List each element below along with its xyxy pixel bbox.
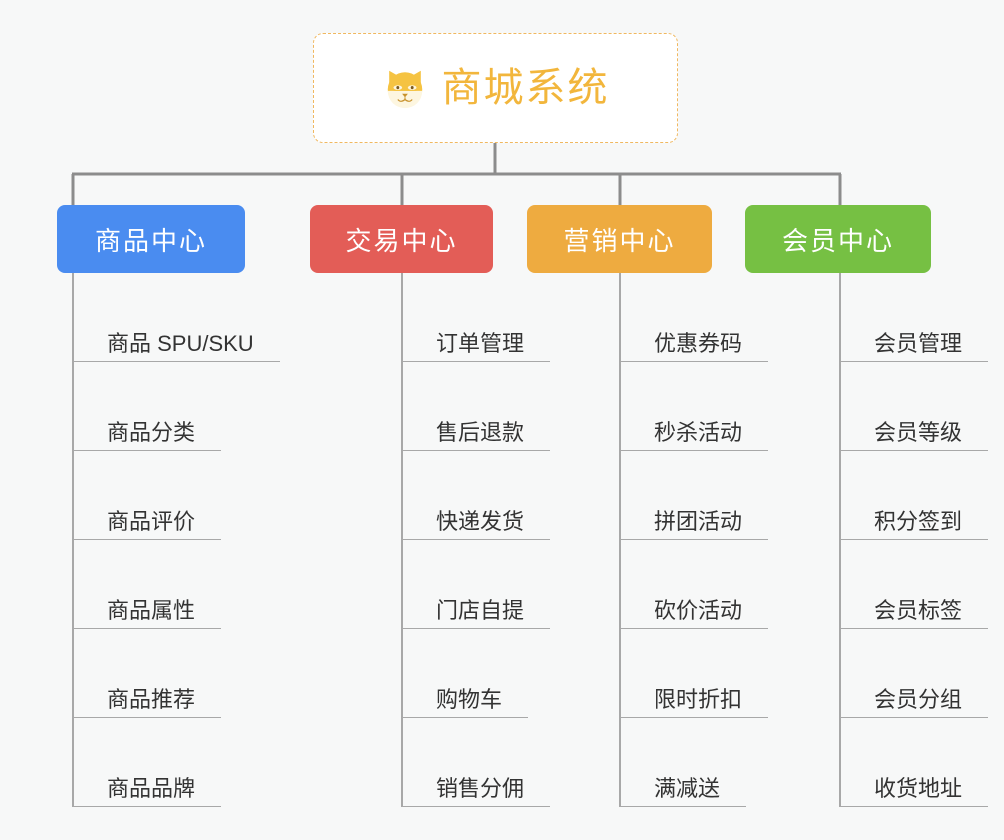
leaf-item[interactable]: 商品品牌 [73, 718, 254, 807]
leaf-list-marketing-center: 优惠券码秒杀活动拼团活动砍价活动限时折扣满减送 [620, 273, 768, 807]
leaf-label: 商品评价 [107, 508, 196, 534]
leaf-item[interactable]: 限时折扣 [620, 629, 768, 718]
root-title: 商城系统 [441, 66, 610, 110]
leaf-item[interactable]: 收货地址 [840, 718, 988, 807]
branch-header-member-center[interactable]: 会员中心 [745, 205, 931, 273]
leaf-underline [73, 627, 221, 629]
leaf-label: 优惠券码 [654, 330, 743, 356]
leaf-item[interactable]: 商品推荐 [73, 629, 254, 718]
leaf-underline [620, 716, 768, 718]
leaf-underline [402, 716, 528, 718]
leaf-item[interactable]: 售后退款 [402, 362, 550, 451]
leaf-item[interactable]: 积分签到 [840, 451, 988, 540]
leaf-underline [620, 449, 768, 451]
leaf-item[interactable]: 满减送 [620, 718, 746, 807]
leaf-underline [73, 805, 221, 807]
leaf-label: 快递发货 [436, 508, 525, 534]
leaf-item[interactable]: 会员管理 [840, 273, 988, 362]
leaf-item[interactable]: 商品评价 [73, 451, 254, 540]
leaf-item[interactable]: 砍价活动 [620, 540, 768, 629]
leaf-underline [840, 716, 988, 718]
leaf-item[interactable]: 快递发货 [402, 451, 550, 540]
branch-header-label: 交易中心 [345, 225, 458, 256]
leaf-item[interactable]: 拼团活动 [620, 451, 768, 540]
branch-header-marketing-center[interactable]: 营销中心 [527, 205, 712, 273]
leaf-label: 商品推荐 [107, 686, 196, 712]
leaf-item[interactable]: 会员标签 [840, 540, 988, 629]
leaf-underline [840, 805, 988, 807]
leaf-underline [840, 627, 988, 629]
leaf-underline [73, 716, 221, 718]
leaf-underline [840, 360, 988, 362]
leaf-label: 订单管理 [436, 330, 525, 356]
branch-header-label: 营销中心 [563, 225, 676, 256]
leaf-label: 拼团活动 [654, 508, 743, 534]
leaf-underline [402, 449, 550, 451]
branch-header-label: 商品中心 [94, 225, 207, 256]
leaf-underline [620, 627, 768, 629]
leaf-underline [402, 360, 550, 362]
leaf-item[interactable]: 商品 SPU/SKU [73, 273, 280, 362]
leaf-label: 会员标签 [874, 597, 963, 623]
leaf-underline [840, 449, 988, 451]
leaf-item[interactable]: 销售分佣 [402, 718, 550, 807]
leaf-underline [73, 538, 221, 540]
leaf-label: 砍价活动 [654, 597, 743, 623]
leaf-underline [73, 360, 280, 362]
branch-header-trade-center[interactable]: 交易中心 [310, 205, 493, 273]
leaf-label: 秒杀活动 [654, 419, 743, 445]
leaf-label: 商品分类 [107, 419, 196, 445]
leaf-underline [402, 627, 550, 629]
leaf-list-trade-center: 订单管理售后退款快递发货门店自提购物车销售分佣 [402, 273, 550, 807]
leaf-item[interactable]: 商品分类 [73, 362, 254, 451]
leaf-item[interactable]: 优惠券码 [620, 273, 768, 362]
leaf-label: 购物车 [436, 686, 503, 712]
leaf-label: 门店自提 [436, 597, 525, 623]
leaf-label: 会员等级 [874, 419, 963, 445]
leaf-item[interactable]: 购物车 [402, 629, 528, 718]
leaf-underline [73, 449, 221, 451]
leaf-list-product-center: 商品 SPU/SKU 商品分类商品评价商品属性商品推荐商品品牌 [73, 273, 280, 807]
leaf-item[interactable]: 商品属性 [73, 540, 254, 629]
leaf-underline [620, 805, 746, 807]
leaf-label: 会员分组 [874, 686, 963, 712]
leaf-label: 满减送 [654, 775, 721, 801]
leaf-underline [620, 360, 768, 362]
leaf-label: 商品品牌 [107, 775, 196, 801]
shiba-dog-face-icon [387, 70, 422, 109]
leaf-item[interactable]: 会员分组 [840, 629, 988, 718]
root-node[interactable]: 商城系统 [313, 33, 678, 143]
leaf-label: 限时折扣 [654, 686, 743, 712]
leaf-label: 售后退款 [436, 419, 525, 445]
leaf-underline [402, 805, 550, 807]
leaf-underline [840, 538, 988, 540]
branch-header-product-center[interactable]: 商品中心 [57, 205, 245, 273]
leaf-label: 收货地址 [874, 775, 963, 801]
leaf-label: 销售分佣 [436, 775, 525, 801]
leaf-label: 商品 SPU/SKU [107, 330, 254, 356]
branch-header-label: 会员中心 [781, 225, 894, 256]
leaf-underline [620, 538, 768, 540]
leaf-label: 商品属性 [107, 597, 196, 623]
leaf-label: 会员管理 [874, 330, 963, 356]
leaf-item[interactable]: 会员等级 [840, 362, 988, 451]
leaf-item[interactable]: 秒杀活动 [620, 362, 768, 451]
leaf-item[interactable]: 订单管理 [402, 273, 550, 362]
leaf-list-member-center: 会员管理会员等级积分签到会员标签会员分组收货地址 [840, 273, 988, 807]
leaf-label: 积分签到 [874, 508, 963, 534]
leaf-underline [402, 538, 550, 540]
leaf-item[interactable]: 门店自提 [402, 540, 550, 629]
